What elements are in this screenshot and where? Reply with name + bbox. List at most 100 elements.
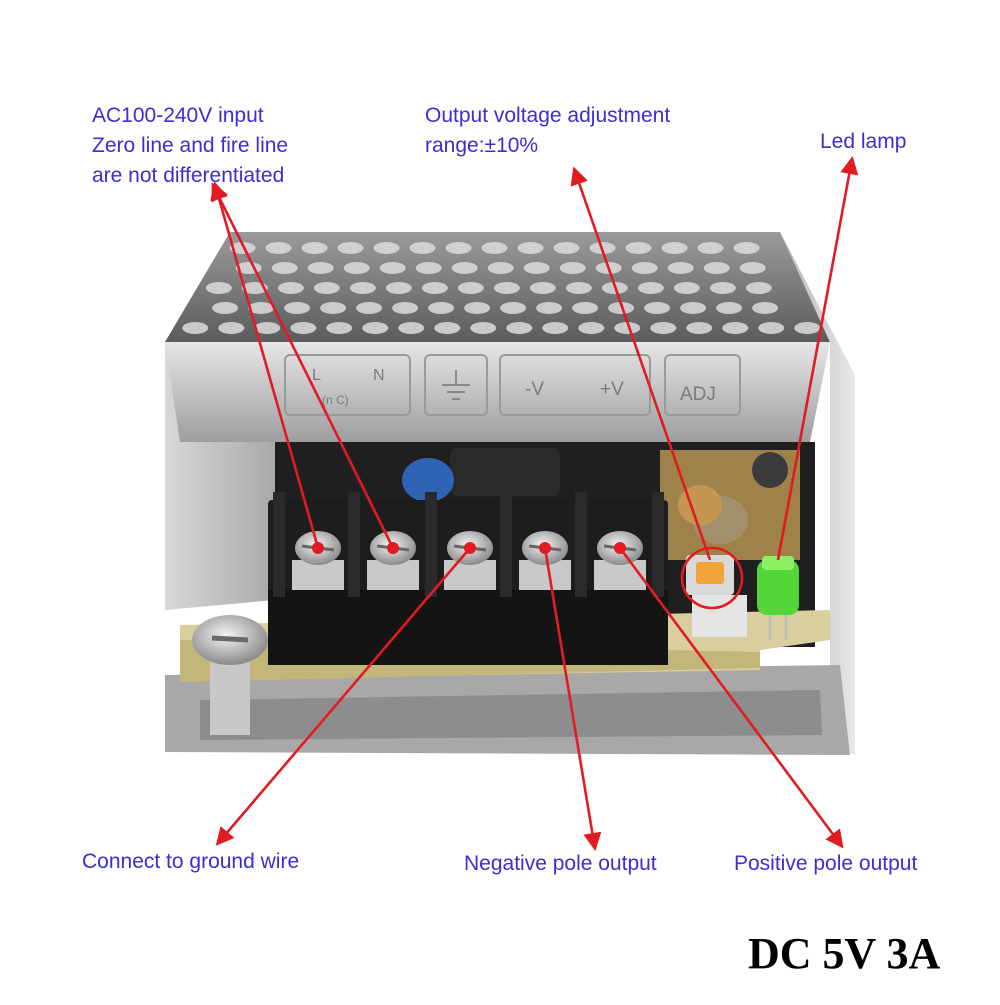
vent-hole (559, 262, 586, 274)
vent-hole (709, 282, 736, 294)
vent-hole (362, 322, 389, 334)
label-pos-v: +V (600, 379, 624, 400)
vent-hole (553, 242, 580, 254)
front-label-strip: L N (n C) -V +V ADJ (165, 342, 830, 442)
negative-callout: Negative pole output (464, 849, 657, 879)
vent-hole (578, 322, 605, 334)
vent-hole (320, 302, 347, 314)
vent-hole (722, 322, 749, 334)
vent-hole (650, 322, 677, 334)
negative-label: Negative pole output (464, 852, 657, 875)
label-adj: ADJ (680, 384, 716, 405)
vent-hole (745, 282, 772, 294)
voltage-adjust-line-2: range:±10% (425, 134, 539, 157)
vent-hole (644, 302, 671, 314)
vent-hole (445, 242, 472, 254)
vent-hole (481, 242, 508, 254)
ac-input-line-2: Zero line and fire line (92, 134, 289, 157)
vent-hole (254, 322, 281, 334)
ac-input-callout: AC100-240V input Zero line and fire line… (92, 101, 288, 191)
vent-hole (284, 302, 311, 314)
ground-label: Connect to ground wire (82, 850, 300, 873)
vent-hole (631, 262, 658, 274)
vent-hole (667, 262, 694, 274)
vent-hole (661, 242, 688, 254)
vent-hole (697, 242, 724, 254)
vent-hole (733, 242, 760, 254)
arrow-icon (211, 182, 395, 549)
positive-label: Positive pole output (734, 852, 918, 875)
vent-hole (493, 282, 520, 294)
ground-symbol-icon (442, 370, 470, 400)
vent-hole (409, 242, 436, 254)
voltage-adjust-line-1: Output voltage adjustment (425, 104, 671, 127)
mounting-screw (192, 615, 268, 735)
ground-callout: Connect to ground wire (82, 847, 299, 877)
vent-hole (398, 322, 425, 334)
vent-hole (434, 322, 461, 334)
vent-hole (277, 282, 304, 294)
product-title: DC 5V 3A (748, 929, 941, 978)
arrow-icon (543, 547, 602, 852)
vent-hole (265, 242, 292, 254)
vent-hole (415, 262, 442, 274)
vent-hole (343, 262, 370, 274)
vent-hole (392, 302, 419, 314)
vent-hole (529, 282, 556, 294)
arrow-icon (210, 181, 320, 549)
vent-hole (182, 322, 209, 334)
vent-hole (614, 322, 641, 334)
vent-hole (517, 242, 544, 254)
vent-hole (716, 302, 743, 314)
vent-hole (271, 262, 298, 274)
top-cover (165, 232, 830, 342)
voltage-adjust-callout: Output voltage adjustment range:±10% (425, 101, 670, 161)
terminal-screw (273, 492, 344, 597)
vent-hole (313, 282, 340, 294)
vent-hole (680, 302, 707, 314)
vent-hole (536, 302, 563, 314)
led-callout: Led lamp (820, 127, 906, 157)
vent-hole (625, 242, 652, 254)
vent-hole (739, 262, 766, 274)
vent-hole (637, 282, 664, 294)
vent-hole (752, 302, 779, 314)
vent-hole (464, 302, 491, 314)
vent-hole (500, 302, 527, 314)
vent-hole (248, 302, 275, 314)
vent-hole (229, 242, 256, 254)
vent-hole (337, 242, 364, 254)
vent-hole (290, 322, 317, 334)
vent-hole (373, 242, 400, 254)
vent-hole (205, 282, 232, 294)
vent-hole (421, 282, 448, 294)
vent-hole (428, 302, 455, 314)
ac-input-line-1: AC100-240V input (92, 104, 264, 127)
vent-hole (758, 322, 785, 334)
potentiometer-highlight-circle (680, 546, 744, 610)
voltage-adjust-potentiometer (686, 555, 747, 637)
arrow-icon (618, 547, 844, 849)
vent-hole (301, 242, 328, 254)
vent-hole (794, 322, 821, 334)
vent-hole (326, 322, 353, 334)
vent-hole (572, 302, 599, 314)
vent-hole (379, 262, 406, 274)
ac-input-line-3: are not differentiated (92, 164, 285, 187)
vent-hole (542, 322, 569, 334)
led-lamp (757, 556, 799, 640)
case-side-panel (780, 232, 855, 755)
label-nc: (n C) (322, 393, 349, 407)
terminal-block (268, 492, 668, 665)
vent-hole (349, 282, 376, 294)
terminal-screw (348, 492, 419, 597)
arrow-icon (570, 166, 712, 561)
terminal-screw (500, 492, 571, 597)
vent-hole (506, 322, 533, 334)
vent-hole (451, 262, 478, 274)
vent-hole (673, 282, 700, 294)
led-label: Led lamp (820, 130, 907, 153)
vent-hole (218, 322, 245, 334)
